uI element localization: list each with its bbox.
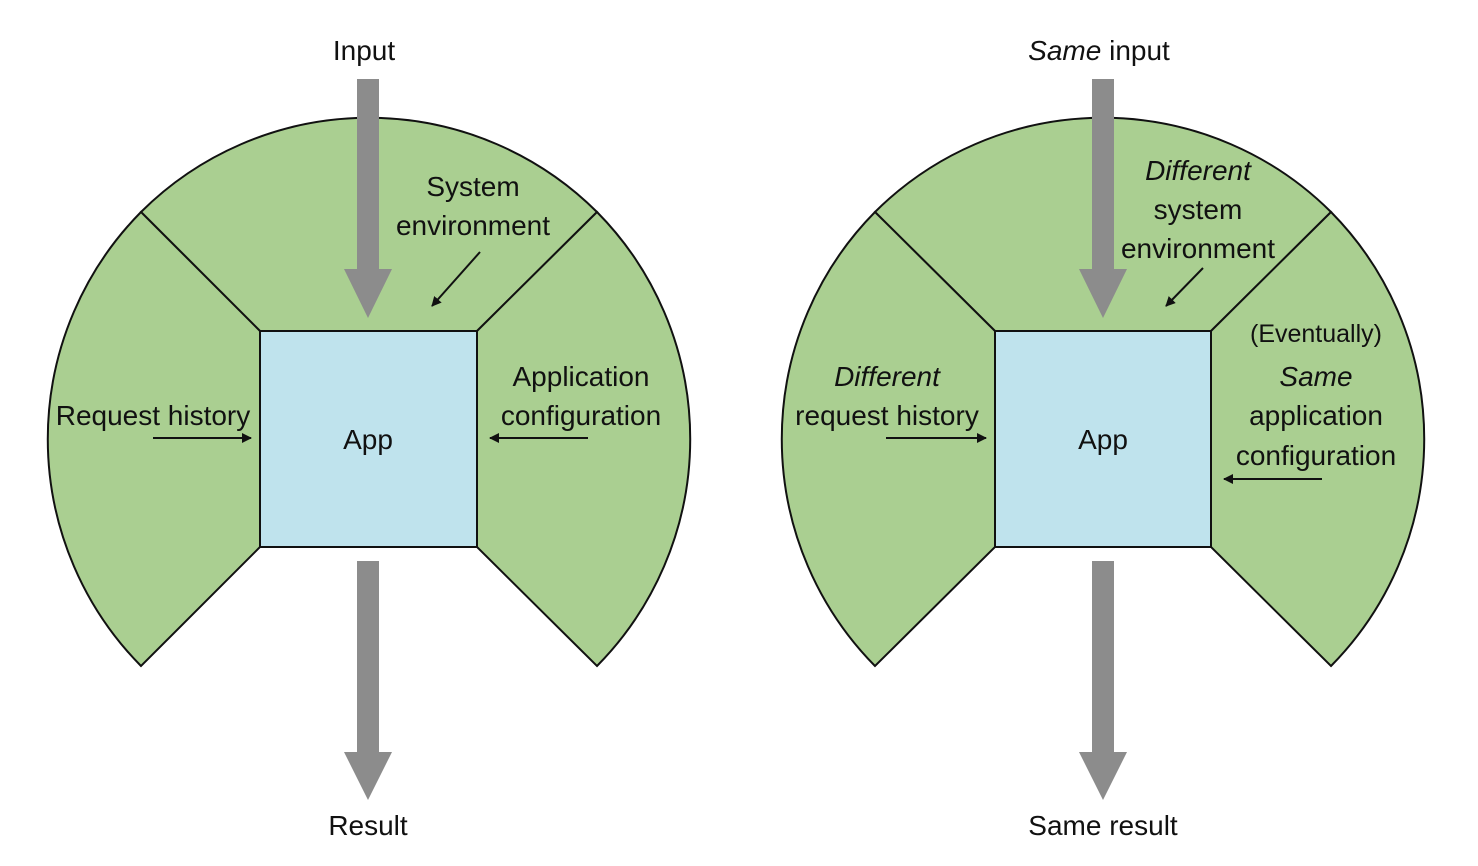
left-app-box	[259, 330, 478, 548]
right-system-arrow	[1165, 267, 1204, 307]
left-appconfig-label-2: configuration	[501, 400, 661, 431]
right-result-label: Same result	[1028, 810, 1178, 841]
right-app-box	[994, 330, 1212, 548]
right-sector-right	[1210, 210, 1426, 668]
right-request-label-1: Different	[834, 361, 941, 392]
right-diagram: Same input Same result App Different sys…	[780, 35, 1426, 841]
left-system-label-1: System	[426, 171, 519, 202]
right-system-label-3: environment	[1121, 233, 1275, 264]
right-appconfig-label-3: configuration	[1236, 440, 1396, 471]
left-input-label: Input	[333, 35, 395, 66]
left-result-label: Result	[328, 810, 408, 841]
right-appconfig-label-2: application	[1249, 400, 1383, 431]
right-system-label-2: system	[1154, 194, 1243, 225]
left-system-arrow	[431, 251, 481, 307]
right-result-arrow	[1079, 561, 1127, 800]
right-input-em: Same	[1028, 35, 1101, 66]
left-result-arrow	[344, 561, 392, 800]
right-appconfig-label-1: Same	[1279, 361, 1352, 392]
left-input-arrow	[344, 79, 392, 318]
left-system-label-2: environment	[396, 210, 550, 241]
right-request-label-2: request history	[795, 400, 979, 431]
left-appconfig-label-1: Application	[513, 361, 650, 392]
right-input-rest: input	[1101, 35, 1170, 66]
right-input-label: Same input	[1028, 35, 1170, 66]
left-request-label: Request history	[56, 400, 251, 431]
left-app-label: App	[343, 424, 393, 455]
right-input-arrow	[1079, 79, 1127, 318]
left-diagram: Input Result App System environment Requ…	[46, 35, 692, 841]
right-system-label-1: Different	[1145, 155, 1252, 186]
right-app-label: App	[1078, 424, 1128, 455]
right-appconfig-label-0: (Eventually)	[1250, 320, 1382, 348]
